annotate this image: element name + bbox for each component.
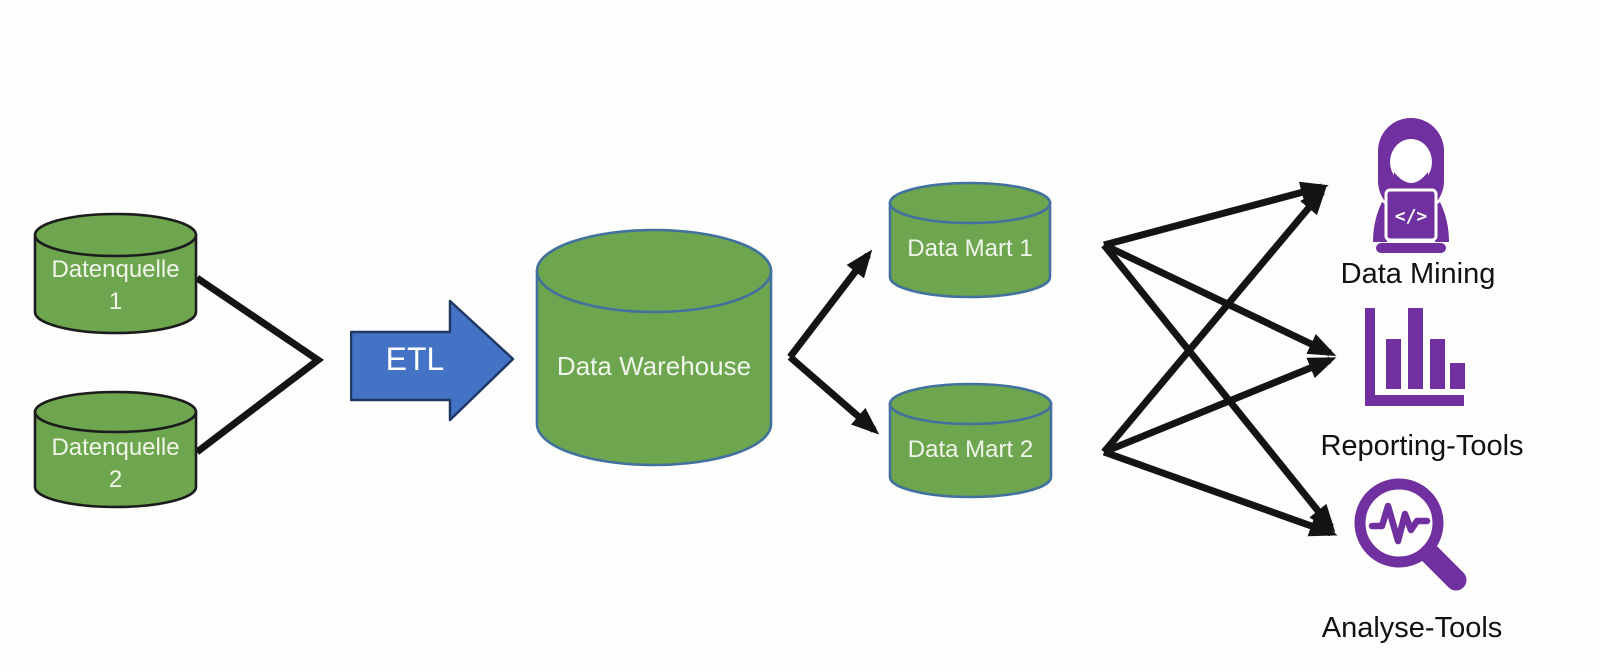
magnifier-pulse-icon: [1354, 478, 1467, 591]
database-cylinder-icon: [33, 390, 198, 509]
person-coding-icon: </>: [1373, 118, 1449, 253]
edge-sources-to-etl: [194, 275, 324, 455]
node-data-mart-1: Data Mart 1: [888, 181, 1052, 300]
edge-mart1-reporting: [1102, 241, 1337, 357]
tool-data-mining: </>: [1356, 116, 1466, 260]
tool-reporting: [1362, 302, 1467, 412]
node-data-mart-2: Data Mart 2: [888, 382, 1053, 499]
edge-mart2-analyse: [1102, 448, 1338, 537]
analyse-tools-label: Analyse-Tools: [1321, 612, 1503, 644]
right-arrow-shape: [350, 299, 515, 422]
edge-warehouse-mart2: [787, 354, 880, 435]
edge-warehouse-mart1: [787, 249, 873, 360]
data-mining-label: Data Mining: [1340, 258, 1496, 290]
database-cylinder-icon: [888, 181, 1052, 299]
edge-mart1-analyse: [1101, 242, 1336, 533]
edge-mart2-reporting: [1102, 356, 1337, 456]
edge-mart1-mining: [1103, 181, 1329, 249]
tool-analyse: [1350, 474, 1476, 604]
database-cylinder-icon: [33, 212, 198, 335]
edge-mart2-mining: [1101, 186, 1327, 455]
node-etl-arrow: ETL: [350, 298, 518, 426]
reporting-tools-label: Reporting-Tools: [1320, 430, 1524, 462]
laptop-code-glyph: </>: [1395, 206, 1428, 227]
node-data-warehouse: Data Warehouse: [535, 228, 773, 467]
node-datenquelle-2: Datenquelle 2: [33, 390, 198, 510]
etl-label: ETL: [385, 341, 445, 377]
bar-chart-icon: [1365, 308, 1465, 406]
database-cylinder-icon: [535, 228, 773, 467]
database-cylinder-icon: [888, 382, 1053, 499]
node-datenquelle-1: Datenquelle 1: [33, 212, 198, 335]
